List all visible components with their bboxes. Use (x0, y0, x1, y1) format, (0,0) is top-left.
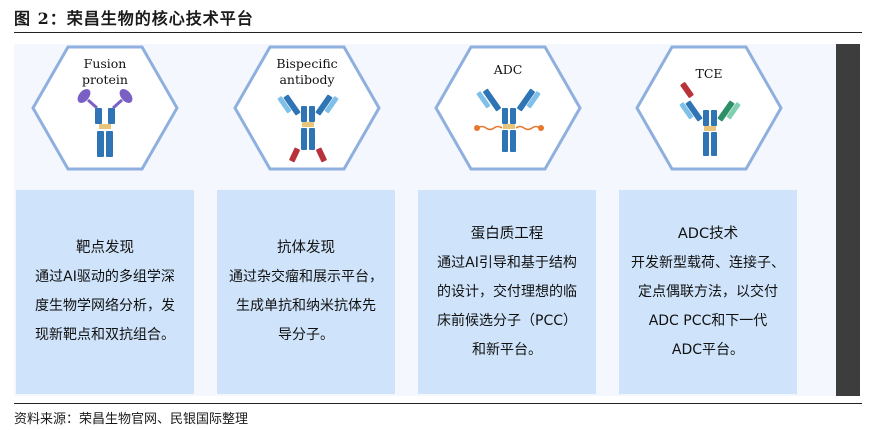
card-line: 的设计，交付理想的临 (437, 283, 577, 300)
hexagon-frame (233, 45, 381, 171)
card-line: 生成单抗和纳米抗体先 (236, 298, 376, 314)
card-line: 通过杂交瘤和展示平台， (229, 269, 383, 285)
card-title: 靶点发现 (76, 240, 134, 256)
card-title: ADC技术 (677, 225, 739, 242)
hexagon-fusion-protein: Fusion protein (30, 44, 180, 172)
card-line: 通过AI引导和基于结构 (437, 254, 577, 271)
bispecific-antibody-icon (277, 94, 339, 163)
platform-label-line-1: TCE (695, 66, 723, 81)
source-note: 资料来源：荣昌生物官网、民银国际整理 (14, 412, 249, 427)
side-bar (836, 44, 860, 396)
fusion-protein-icon (77, 89, 133, 157)
card-target-discovery: 靶点发现 通过AI驱动的多组学深 度生物学网络分析，发 现新靶点和双抗组合。 (16, 190, 194, 394)
bottom-rule (14, 403, 862, 404)
card-line: ADC PCC和下一代 (648, 312, 768, 329)
tce-antibody-icon (679, 82, 741, 156)
card-title: 蛋白质工程 (470, 225, 544, 242)
card-line: 度生物学网络分析，发 (35, 298, 175, 314)
card-line: 床前候选分子（PCC） (437, 312, 577, 329)
platform-label-line-2: protein (82, 72, 128, 87)
hexagon-frame (31, 45, 179, 171)
hexagon-bispecific-antibody: Bispecific antibody (232, 44, 382, 172)
card-line: 通过AI驱动的多组学深 (35, 269, 175, 285)
card-adc-technology: ADC技术 开发新型载荷、连接子、 定点偶联方法，以交付 ADC PCC和下一代… (619, 190, 797, 394)
hexagon-frame (635, 45, 783, 171)
platform-label-line-1: Bispecific (276, 56, 338, 71)
top-rule (14, 32, 862, 33)
platform-label-line-1: ADC (493, 62, 523, 77)
hexagon-tce: TCE (634, 44, 784, 172)
card-line: 和新平台。 (472, 341, 542, 358)
card-line: ADC平台。 (671, 341, 745, 358)
card-protein-engineering: 蛋白质工程 通过AI引导和基于结构 的设计，交付理想的临 床前候选分子（PCC）… (418, 190, 596, 394)
hexagon-adc: ADC (433, 44, 583, 172)
card-antibody-discovery: 抗体发现 通过杂交瘤和展示平台， 生成单抗和纳米抗体先 导分子。 (217, 190, 395, 394)
platform-label-line-2: antibody (279, 72, 335, 87)
card-line: 定点偶联方法，以交付 (638, 283, 778, 300)
platform-label-line-1: Fusion (83, 56, 127, 71)
card-line: 开发新型载荷、连接子、 (631, 254, 785, 271)
figure-title: 图 2：荣昌生物的核心技术平台 (14, 9, 254, 28)
adc-antibody-icon (474, 88, 544, 152)
card-line: 导分子。 (278, 327, 334, 343)
card-line: 现新靶点和双抗组合。 (35, 327, 175, 343)
hexagon-frame (434, 45, 582, 171)
card-title: 抗体发现 (277, 240, 335, 256)
